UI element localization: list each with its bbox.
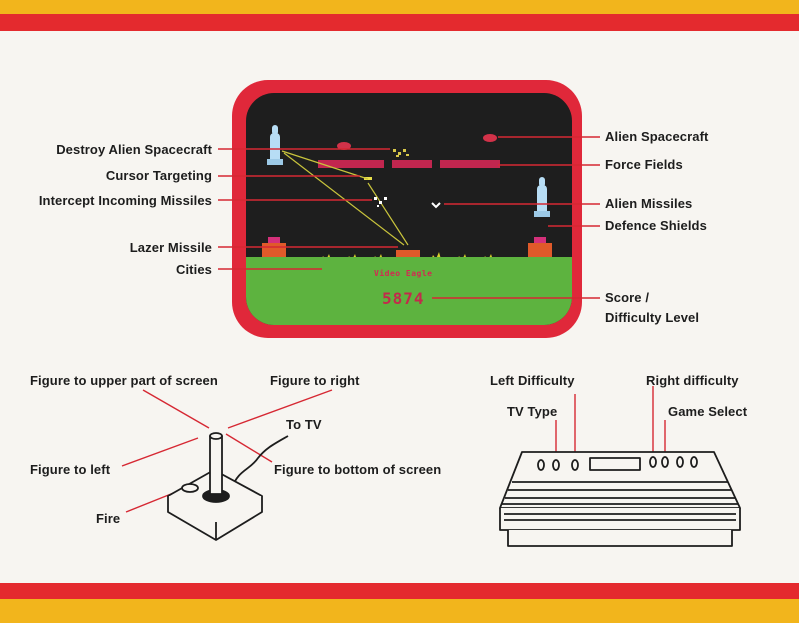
label-cities: Cities (175, 262, 212, 277)
game-name: Video Eagle (374, 269, 433, 278)
lazer-trail-3 (367, 182, 409, 246)
label-figure-upper: Figure to upper part of screen (30, 373, 218, 388)
label-destroy-alien-spacecraft: Destroy Alien Spacecraft (56, 142, 212, 157)
label-game-select: Game Select (668, 404, 748, 419)
label-figure-left: Figure to left (30, 462, 111, 477)
bottom-yellow-band (0, 599, 799, 623)
label-alien-spacecraft: Alien Spacecraft (605, 129, 709, 144)
label-intercept-missiles: Intercept Incoming Missiles (38, 193, 212, 208)
defence-rocket-right (534, 177, 550, 217)
defence-rocket-left (267, 125, 283, 165)
label-alien-missiles: Alien Missiles (605, 196, 693, 211)
label-difficulty-level: Difficulty Level (605, 310, 700, 325)
force-field-1 (318, 160, 384, 168)
label-defence-shields: Defence Shields (605, 218, 707, 233)
alien-spacecraft-1 (337, 142, 351, 150)
base-left-top (268, 237, 280, 243)
missile-sparkle (374, 197, 387, 207)
label-figure-right: Figure to right (270, 373, 360, 388)
score-readout: 5874 (382, 289, 425, 308)
label-right-difficulty: Right difficulty (646, 373, 739, 388)
label-cursor-targeting: Cursor Targeting (105, 168, 212, 183)
alien-spacecraft-2 (483, 134, 497, 142)
label-lazer-missile: Lazer Missile (129, 240, 212, 255)
label-tv-type: TV Type (507, 404, 558, 419)
label-force-fields: Force Fields (605, 157, 683, 172)
explosion-debris (393, 149, 409, 157)
label-figure-bottom: Figure to bottom of screen (274, 462, 442, 477)
force-field-3 (440, 160, 500, 168)
label-left-difficulty: Left Difficulty (490, 373, 575, 388)
label-fire: Fire (96, 511, 121, 526)
lazer-trail-2 (281, 150, 369, 180)
alien-missile (431, 202, 441, 209)
game-scene (262, 125, 552, 263)
bottom-red-stripe (0, 583, 799, 599)
label-score: Score / (605, 290, 650, 305)
top-yellow-band (0, 0, 799, 14)
lazer-trail-1 (283, 152, 405, 246)
label-to-tv: To TV (286, 417, 322, 432)
top-red-stripe (0, 14, 799, 31)
force-field-2 (392, 160, 432, 168)
base-right-top (534, 237, 546, 243)
